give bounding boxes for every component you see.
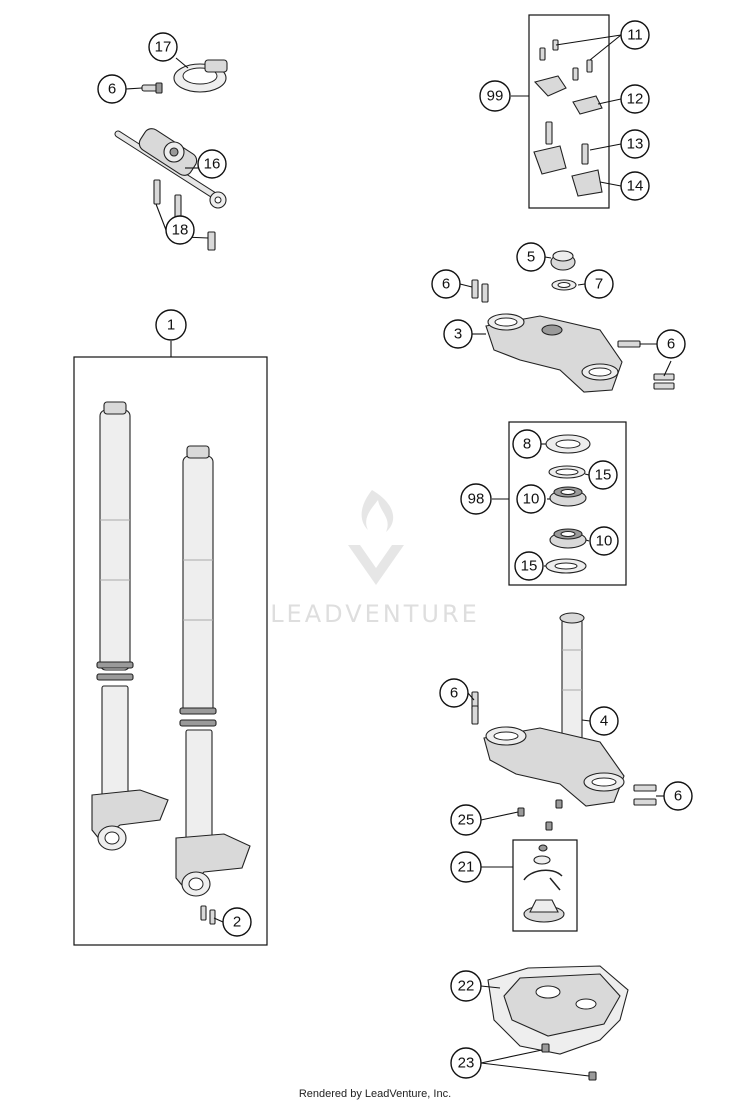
callout-10: 10: [516, 484, 546, 514]
cover-part-22: [487, 965, 629, 1055]
bolts-part-6-lower-right: [633, 784, 657, 806]
callout-98: 98: [460, 483, 492, 515]
callout-15: 15: [514, 551, 544, 581]
callout-4: 4: [589, 706, 619, 736]
callout-7: 7: [584, 269, 614, 299]
svg-text:21: 21: [458, 859, 475, 876]
svg-text:12: 12: [627, 91, 644, 108]
callout-6: 6: [663, 781, 693, 811]
part-21-assembly: [523, 844, 565, 923]
screws-part-23: [541, 1043, 597, 1081]
callout-2: 2: [222, 907, 252, 937]
svg-text:98: 98: [468, 491, 485, 508]
svg-text:99: 99: [487, 88, 504, 105]
svg-text:3: 3: [454, 326, 462, 343]
svg-text:1: 1: [167, 317, 175, 334]
bolts-part-18: [153, 179, 216, 251]
callout-5: 5: [516, 242, 546, 272]
svg-text:15: 15: [595, 467, 612, 484]
svg-text:6: 6: [667, 336, 675, 353]
washer-part-7: [551, 279, 577, 291]
callout-22: 22: [450, 970, 482, 1002]
callout-6: 6: [439, 678, 469, 708]
svg-text:2: 2: [233, 914, 241, 931]
svg-text:15: 15: [521, 558, 538, 575]
svg-text:16: 16: [204, 156, 221, 173]
upper-triple-clamp-part-3: [485, 313, 623, 393]
bearing-kit-box: [508, 421, 627, 586]
callout-3: 3: [443, 319, 473, 349]
flame-logo-icon: [361, 490, 394, 532]
svg-text:17: 17: [155, 39, 172, 56]
callout-23: 23: [450, 1047, 482, 1079]
lower-triple-clamp-part-4: [483, 612, 625, 807]
svg-text:6: 6: [442, 276, 450, 293]
svg-text:22: 22: [458, 978, 475, 995]
screws-part-25: [517, 799, 563, 831]
bearing-kit-parts: [545, 434, 591, 574]
callout-6: 6: [431, 269, 461, 299]
fork-leg-left: [91, 401, 169, 851]
callout-8: 8: [512, 429, 542, 459]
svg-text:4: 4: [600, 713, 608, 730]
callout-25: 25: [450, 804, 482, 836]
callout-11: 11: [620, 20, 650, 50]
callout-18: 18: [165, 215, 195, 245]
callout-21: 21: [450, 851, 482, 883]
svg-text:6: 6: [674, 788, 682, 805]
svg-text:7: 7: [595, 276, 603, 293]
damper-clamp-part-17: [173, 59, 228, 93]
svg-text:25: 25: [458, 812, 475, 829]
svg-text:10: 10: [596, 533, 613, 550]
fork-leg-right: [175, 445, 251, 897]
v-logo-icon: [348, 545, 404, 585]
handlebar-clamp-parts: [533, 39, 603, 197]
callout-10: 10: [589, 526, 619, 556]
callout-6: 6: [97, 74, 127, 104]
callout-6: 6: [656, 329, 686, 359]
bolts-part-6-lower-left: [471, 691, 479, 725]
bolts-part-2: [200, 905, 216, 925]
callout-14: 14: [620, 171, 650, 201]
svg-text:18: 18: [172, 222, 189, 239]
svg-text:13: 13: [627, 136, 644, 153]
watermark-text: LEADVENTURE: [270, 600, 480, 628]
callout-13: 13: [620, 129, 650, 159]
callout-15: 15: [588, 460, 618, 490]
handlebar-clamp-box: [528, 14, 610, 209]
callout-99: 99: [479, 80, 511, 112]
svg-text:8: 8: [523, 436, 531, 453]
steering-nut-part-5: [550, 250, 576, 271]
part-21-box: [512, 839, 578, 932]
bolt-part-6-damper: [141, 82, 163, 94]
svg-text:11: 11: [627, 27, 643, 44]
footer-credit: Rendered by LeadVenture, Inc.: [298, 1088, 452, 1100]
svg-text:6: 6: [450, 685, 458, 702]
svg-text:6: 6: [108, 81, 116, 98]
svg-text:10: 10: [523, 491, 540, 508]
callout-1: 1: [155, 309, 187, 341]
bolts-part-6-upper-left: [471, 279, 489, 303]
leader-lines: [125, 34, 672, 1077]
callout-17: 17: [148, 32, 178, 62]
callout-16: 16: [197, 149, 227, 179]
callout-12: 12: [620, 84, 650, 114]
svg-text:23: 23: [458, 1055, 475, 1072]
svg-text:5: 5: [527, 249, 535, 266]
svg-text:14: 14: [627, 178, 644, 195]
leadventure-watermark: LEADVENTURE: [270, 490, 480, 628]
